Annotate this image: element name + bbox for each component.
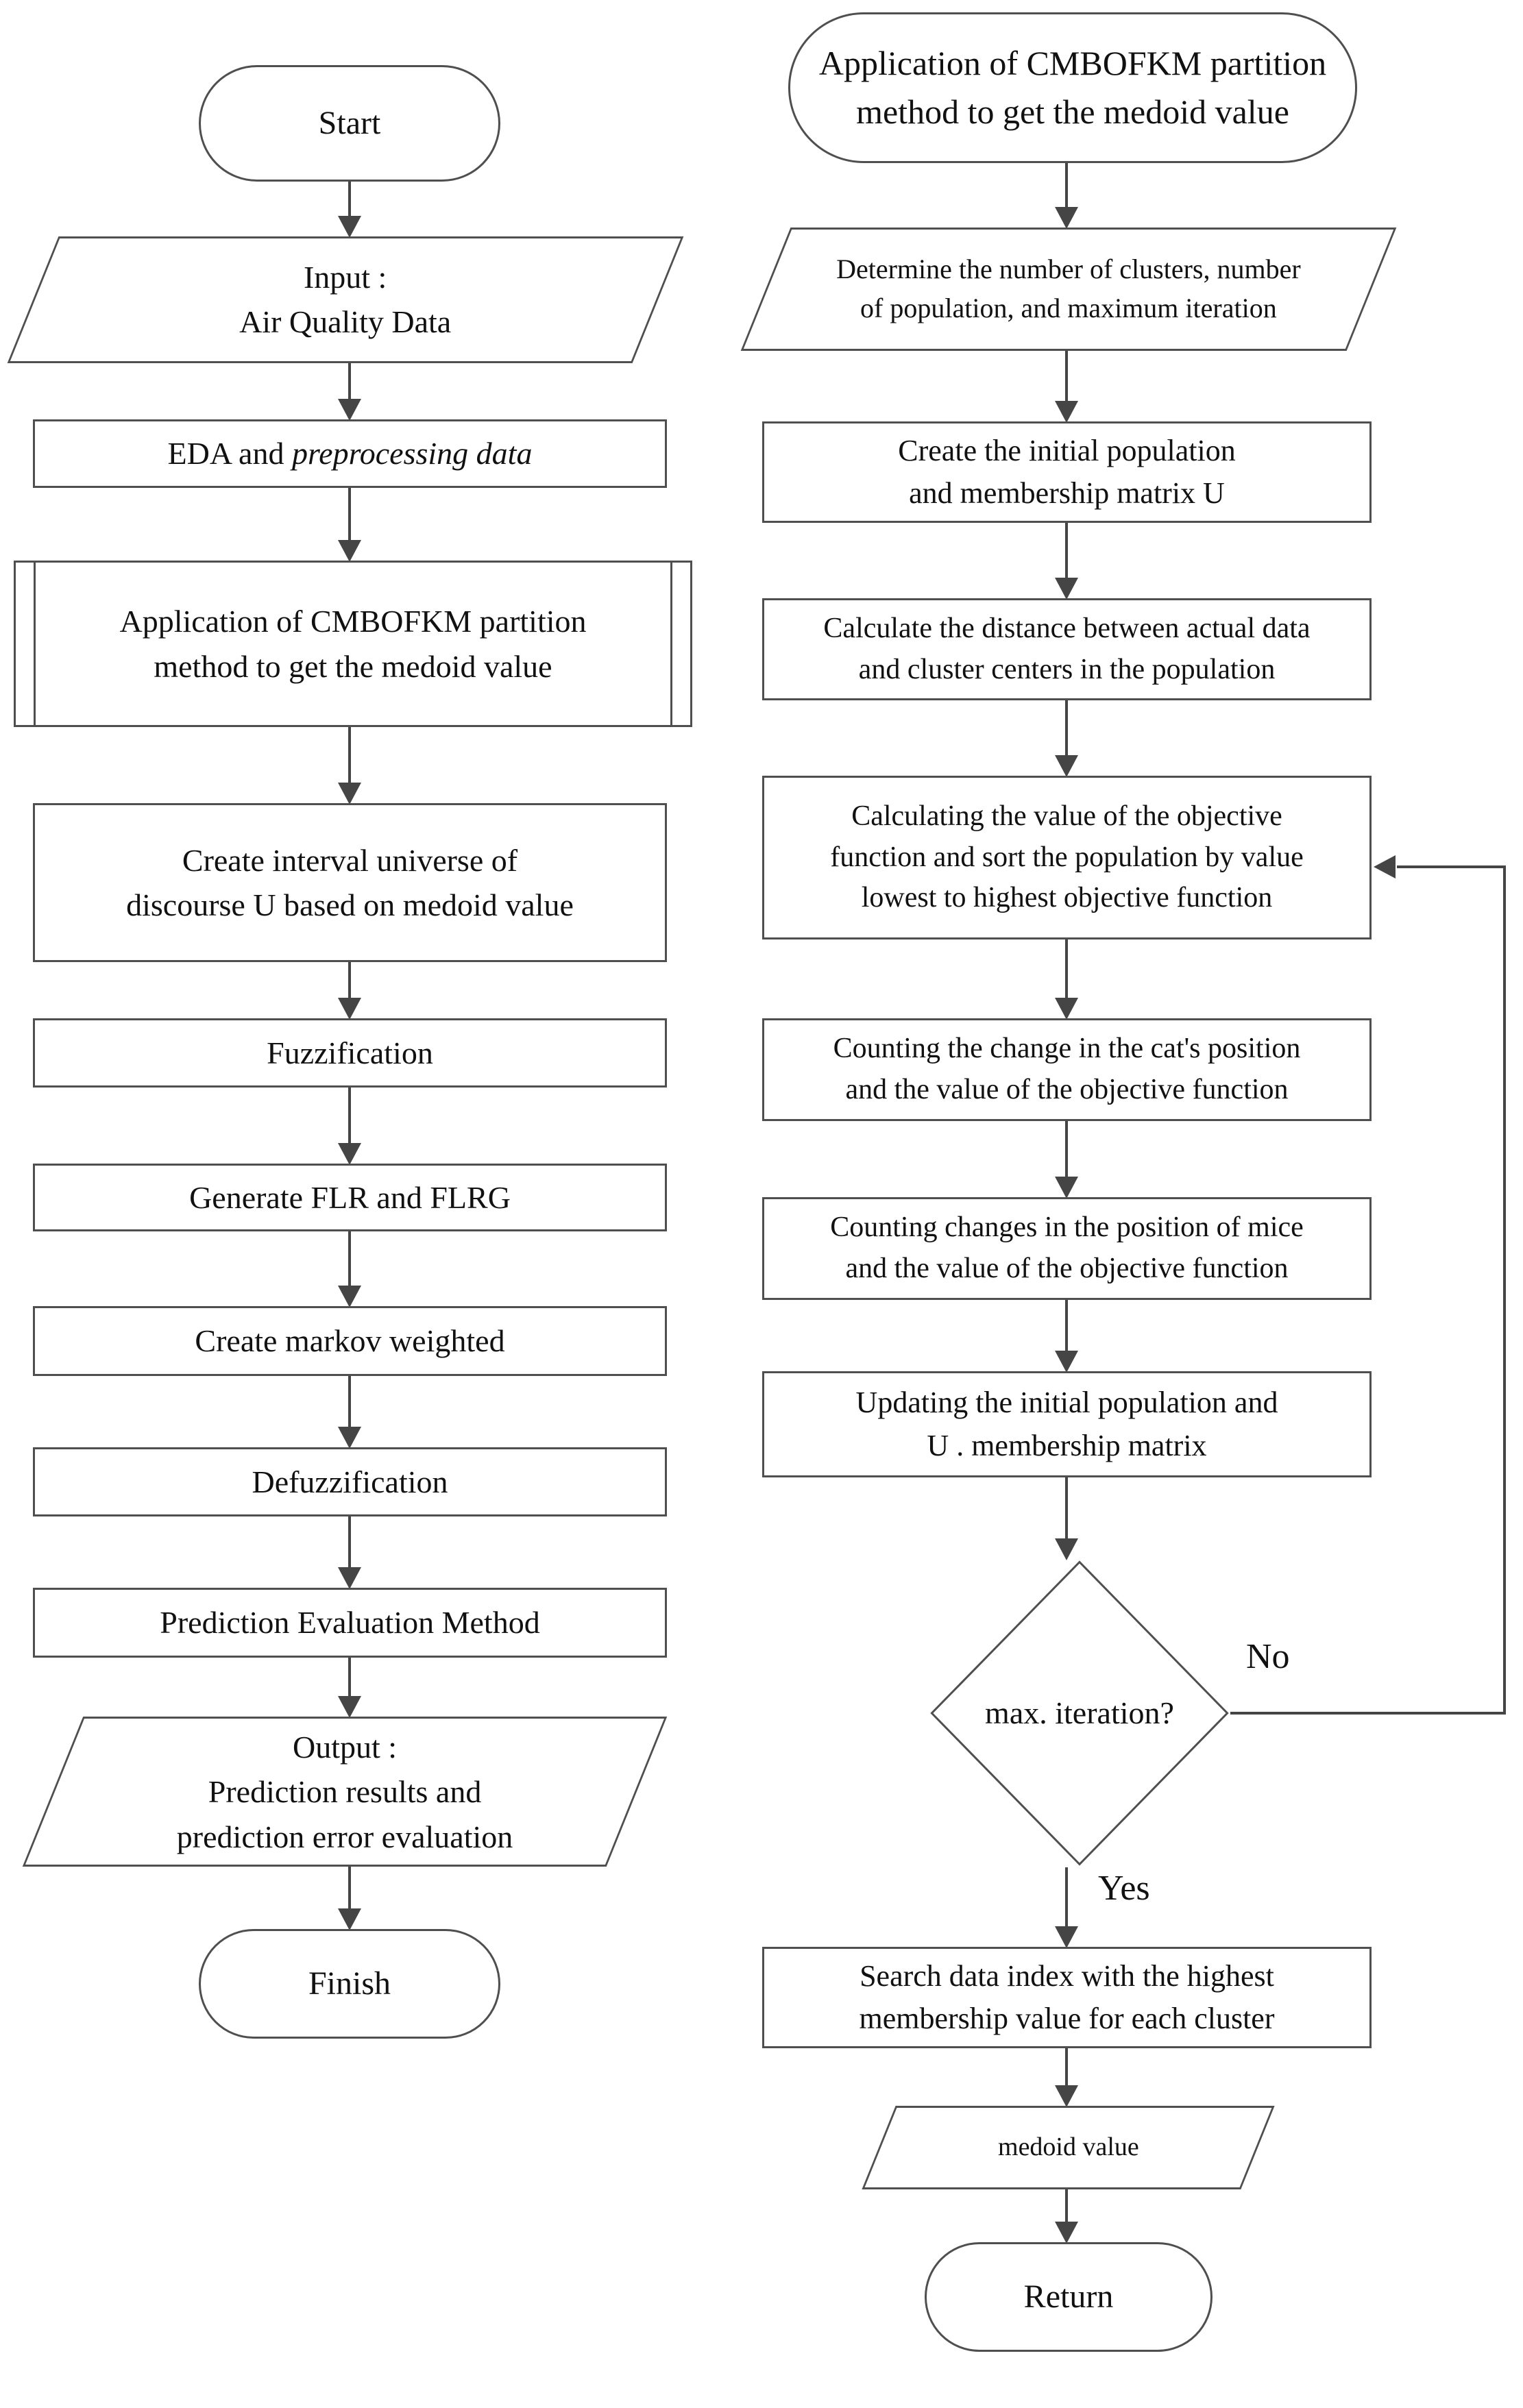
arrow-start-to-input [348,182,351,216]
node-defuzzification-label: Defuzzification [252,1464,448,1499]
node-generate-flrg: Generate FLR and FLRG [33,1164,667,1231]
node-interval-universe: Create interval universe of discourse U … [33,803,667,962]
node-mice-position-label: Counting changes in the position of mice… [830,1212,1304,1284]
node-determine-data: Determine the number of clusters, number… [740,228,1397,351]
node-start-label: Start [318,104,381,141]
node-markov-label: Create markov weighted [195,1323,505,1359]
branch-label-no: No [1246,1637,1290,1676]
arrow-distance-to-objective [1065,700,1068,755]
node-interval-label: Create interval universe of discourse U … [126,842,574,922]
node-calc-objective-label: Calculating the value of the objective f… [830,800,1304,914]
node-search-label: Search data index with the highest membe… [859,1958,1275,2035]
node-defuzzification: Defuzzification [33,1447,667,1516]
node-markov-weighted: Create markov weighted [33,1306,667,1376]
node-flrg-label: Generate FLR and FLRG [189,1179,511,1215]
node-start: Start [199,65,500,182]
arrow-defuzzification-to-evaluation [348,1516,351,1567]
node-calc-objective: Calculating the value of the objective f… [762,776,1372,939]
arrow-fuzzification-to-flrg [348,1088,351,1143]
node-calc-distance: Calculate the distance between actual da… [762,598,1372,700]
arrow-substart-to-determine [1065,163,1068,207]
arrow-markov-to-defuzzification [348,1376,351,1427]
arrow-decision-to-search [1065,1867,1068,1926]
node-fuzzification: Fuzzification [33,1018,667,1088]
node-cat-position-label: Counting the change in the cat's positio… [833,1033,1301,1105]
arrow-medoid-to-return [1065,2189,1068,2222]
node-prediction-evaluation: Prediction Evaluation Method [33,1588,667,1658]
node-fuzzification-label: Fuzzification [267,1035,433,1070]
node-medoid-label: medoid value [997,2133,1139,2162]
arrow-input-to-eda [348,363,351,399]
node-input-label: Input : Air Quality Data [239,260,452,340]
node-cat-position: Counting the change in the cat's positio… [762,1018,1372,1121]
node-create-population: Create the initial population and member… [762,421,1372,523]
node-subroutine-start-label: Application of CMBOFKM partition method … [818,44,1327,131]
arrow-search-to-medoid [1065,2048,1068,2085]
node-cmbofkm-label: Application of CMBOFKM partition method … [119,604,587,684]
node-calc-distance-label: Calculate the distance between actual da… [823,612,1311,685]
node-create-population-label: Create the initial population and member… [898,433,1236,510]
arrow-createpop-to-distance [1065,523,1068,578]
node-search-index: Search data index with the highest membe… [762,1947,1372,2048]
node-mice-position: Counting changes in the position of mice… [762,1197,1372,1300]
arrow-flrg-to-markov [348,1231,351,1286]
node-evaluation-label: Prediction Evaluation Method [160,1605,540,1641]
node-cmbofkm-subroutine: Application of CMBOFKM partition method … [14,561,692,727]
arrow-interval-to-fuzzification [348,962,351,998]
arrow-cmbofkm-to-interval [348,727,351,783]
arrow-determine-to-createpop [1065,351,1068,401]
arrow-output-to-finish [348,1867,351,1908]
arrow-objective-to-cat [1065,939,1068,998]
arrow-evaluation-to-output [348,1658,351,1696]
decision-diamond-shape [929,1559,1230,1867]
arrow-updating-to-decision [1065,1477,1068,1538]
eda-label-italic: preprocessing data [291,436,533,471]
loop-no-arrowhead-left-icon [1374,855,1396,879]
node-return-label: Return [1023,2278,1114,2315]
node-updating-label: Updating the initial population and U . … [855,1386,1278,1462]
node-return: Return [925,2242,1213,2352]
loop-no-horizontal-bottom [1230,1712,1506,1715]
node-input-data: Input : Air Quality Data [7,236,684,363]
node-eda-label: EDA and preprocessing data [161,431,539,476]
node-finish: Finish [199,1929,500,2039]
node-eda: EDA and preprocessing data [33,419,667,488]
loop-no-vertical [1503,865,1506,1715]
node-decision-label: max. iteration? [985,1695,1174,1731]
node-updating: Updating the initial population and U . … [762,1371,1372,1477]
node-decision-max-iteration: max. iteration? [929,1559,1230,1867]
branch-label-yes: Yes [1098,1869,1150,1908]
eda-label-normal: EDA and [167,436,292,471]
node-output-data: Output : Prediction results and predicti… [22,1717,668,1867]
loop-no-horizontal-top [1397,865,1506,868]
arrow-eda-to-cmbofkm [348,488,351,540]
node-determine-label: Determine the number of clusters, number… [836,254,1301,323]
arrow-cat-to-mice [1065,1121,1068,1177]
node-subroutine-start: Application of CMBOFKM partition method … [788,12,1357,163]
node-output-label: Output : Prediction results and predicti… [176,1729,513,1854]
node-finish-label: Finish [308,1965,391,2002]
arrow-mice-to-updating [1065,1300,1068,1351]
node-medoid-data: medoid value [862,2106,1275,2189]
